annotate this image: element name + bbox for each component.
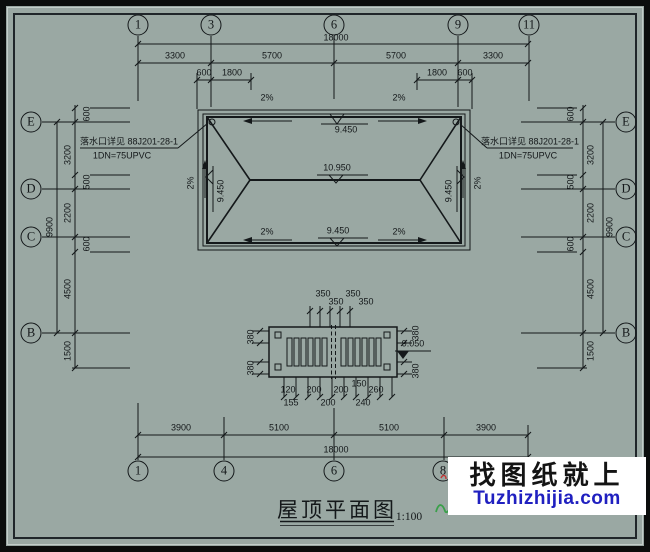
axis-bubble-top-11: 11: [518, 14, 540, 36]
dim-label: 1800: [426, 67, 448, 78]
dim-label: 9900: [604, 216, 615, 238]
dim-label: 240: [355, 397, 371, 408]
dim-label: 5100: [378, 422, 400, 433]
dim-label: 380: [245, 360, 256, 376]
dim-label: 9900: [44, 216, 55, 238]
dim-label: 350: [345, 288, 361, 299]
dim-label: 3900: [170, 422, 192, 433]
dim-label: 350: [358, 296, 374, 307]
axis-bubble-top-3: 3: [200, 14, 222, 36]
dim-label: 200: [333, 384, 349, 395]
slope-label: 2%: [185, 176, 196, 190]
dim-label: 3300: [482, 50, 504, 61]
dim-label: 5700: [261, 50, 283, 61]
axis-bubble-top-1: 1: [127, 14, 149, 36]
dim-label: 3200: [62, 144, 73, 166]
axis-bubble-right-b: B: [615, 322, 637, 344]
outlet-pipe-right: 1DN=75UPVC: [498, 150, 558, 161]
dim-label: 3900: [475, 422, 497, 433]
dim-label: 2200: [585, 202, 596, 224]
axis-bubble-top-9: 9: [447, 14, 469, 36]
axis-bubble-bottom-4: 4: [213, 460, 235, 482]
dim-label: 1500: [62, 340, 73, 362]
outlet-note-left: 落水口详见 88J201-28-1: [79, 136, 179, 147]
elevation-label: 10.950: [323, 162, 351, 173]
elevation-label: 9.450: [334, 124, 358, 135]
dim-label: 18000: [323, 444, 349, 455]
elevation-label: 9.050: [401, 338, 425, 349]
dim-label: 5700: [385, 50, 407, 61]
elevation-label: 9.450: [443, 179, 454, 203]
drawing-scale: 1:100: [395, 511, 423, 523]
watermark-box: 找图纸就上 Tuzhizhijia.com: [448, 457, 646, 515]
dim-label: 350: [328, 296, 344, 307]
slope-label: 2%: [472, 176, 483, 190]
axis-bubble-bottom-6: 6: [323, 460, 345, 482]
dim-label: 600: [196, 67, 212, 78]
axis-bubble-bottom-1: 1: [127, 460, 149, 482]
axis-bubble-right-e: E: [615, 111, 637, 133]
dim-label: 600: [81, 236, 92, 252]
elevation-label: 9.450: [326, 225, 350, 236]
drawing-title: 屋顶平面图: [277, 498, 397, 522]
dim-label: 1500: [585, 340, 596, 362]
dim-label: 120: [280, 384, 296, 395]
axis-bubble-right-c: C: [615, 226, 637, 248]
dim-label: 155: [283, 397, 299, 408]
dim-label: 600: [457, 67, 473, 78]
elevation-label: 9.450: [215, 179, 226, 203]
dim-label: 3200: [585, 144, 596, 166]
axis-bubble-left-b: B: [20, 322, 42, 344]
dim-label: 4500: [62, 278, 73, 300]
dim-label: 200: [306, 384, 322, 395]
dim-label: 500: [565, 174, 576, 190]
dim-label: 150: [351, 378, 367, 389]
axis-bubble-left-e: E: [20, 111, 42, 133]
dim-label: 18000: [323, 32, 349, 43]
dim-label: 260: [368, 384, 384, 395]
dim-label: 1800: [221, 67, 243, 78]
dim-label: 3300: [164, 50, 186, 61]
dim-label: 500: [81, 174, 92, 190]
axis-bubble-left-d: D: [20, 178, 42, 200]
slope-label: 2%: [260, 92, 274, 103]
dim-label: 380: [245, 329, 256, 345]
slope-label: 2%: [260, 226, 274, 237]
dim-label: 4500: [585, 278, 596, 300]
watermark-slogan: 找图纸就上: [469, 459, 625, 490]
dim-label: 200: [320, 397, 336, 408]
watermark-site-link[interactable]: Tuzhizhijia.com: [473, 488, 621, 510]
axis-bubble-left-c: C: [20, 226, 42, 248]
dim-label: 380: [410, 363, 421, 379]
axis-bubble-right-d: D: [615, 178, 637, 200]
dim-label: 600: [565, 106, 576, 122]
dim-label: 2200: [62, 202, 73, 224]
dim-label: 350: [315, 288, 331, 299]
slope-label: 2%: [392, 226, 406, 237]
slope-label: 2%: [392, 92, 406, 103]
axis-bubble-top-6: 6: [323, 14, 345, 36]
outlet-pipe-left: 1DN=75UPVC: [92, 150, 152, 161]
dim-label: 5100: [268, 422, 290, 433]
outlet-note-right: 落水口详见 88J201-28-1: [480, 136, 580, 147]
dim-label: 600: [565, 236, 576, 252]
dim-label: 600: [81, 106, 92, 122]
